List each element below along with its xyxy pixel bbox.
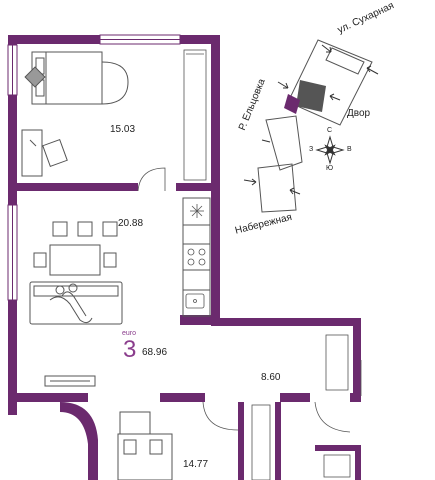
rooms-count: 3: [123, 336, 137, 363]
desk-top: [21, 129, 68, 177]
entry-arrows: [243, 44, 379, 195]
room-area-bedroom-bottom: 14.77: [183, 459, 209, 470]
wardrobe-strip: [183, 49, 207, 181]
sofa: [29, 281, 123, 325]
bed-top: [24, 51, 129, 105]
sink-icon: [185, 293, 205, 309]
total-area: 68.96: [142, 347, 168, 358]
apartment-class: euro: [122, 330, 137, 337]
apartment-highlight: [296, 80, 326, 112]
room-area-hallway: 8.60: [261, 372, 281, 383]
building-outline: [257, 39, 373, 213]
compass-north: С: [327, 127, 333, 134]
bathroom-fixtures: [251, 404, 351, 480]
stove-icon: [187, 248, 206, 266]
room-area-kitchen-living: 20.88: [118, 218, 144, 229]
tv-stand: [44, 375, 96, 387]
dining-table: [33, 221, 118, 276]
bed-bottom: [117, 411, 173, 480]
street-right: Двор: [347, 108, 371, 119]
site-plan: [243, 39, 379, 213]
compass-east: В: [347, 146, 352, 153]
compass-west: З: [309, 146, 314, 153]
apartment-highlight-inner: [284, 94, 300, 114]
room-area-bedroom-top: 15.03: [110, 124, 136, 135]
fridge-icon: [190, 204, 204, 218]
door-arcs: [137, 167, 362, 433]
compass-south: Ю: [326, 165, 334, 172]
compass-rose-icon: [315, 135, 345, 165]
windows: [7, 34, 181, 301]
hallway-wardrobe: [325, 334, 349, 391]
kitchen-counter: [182, 197, 211, 317]
